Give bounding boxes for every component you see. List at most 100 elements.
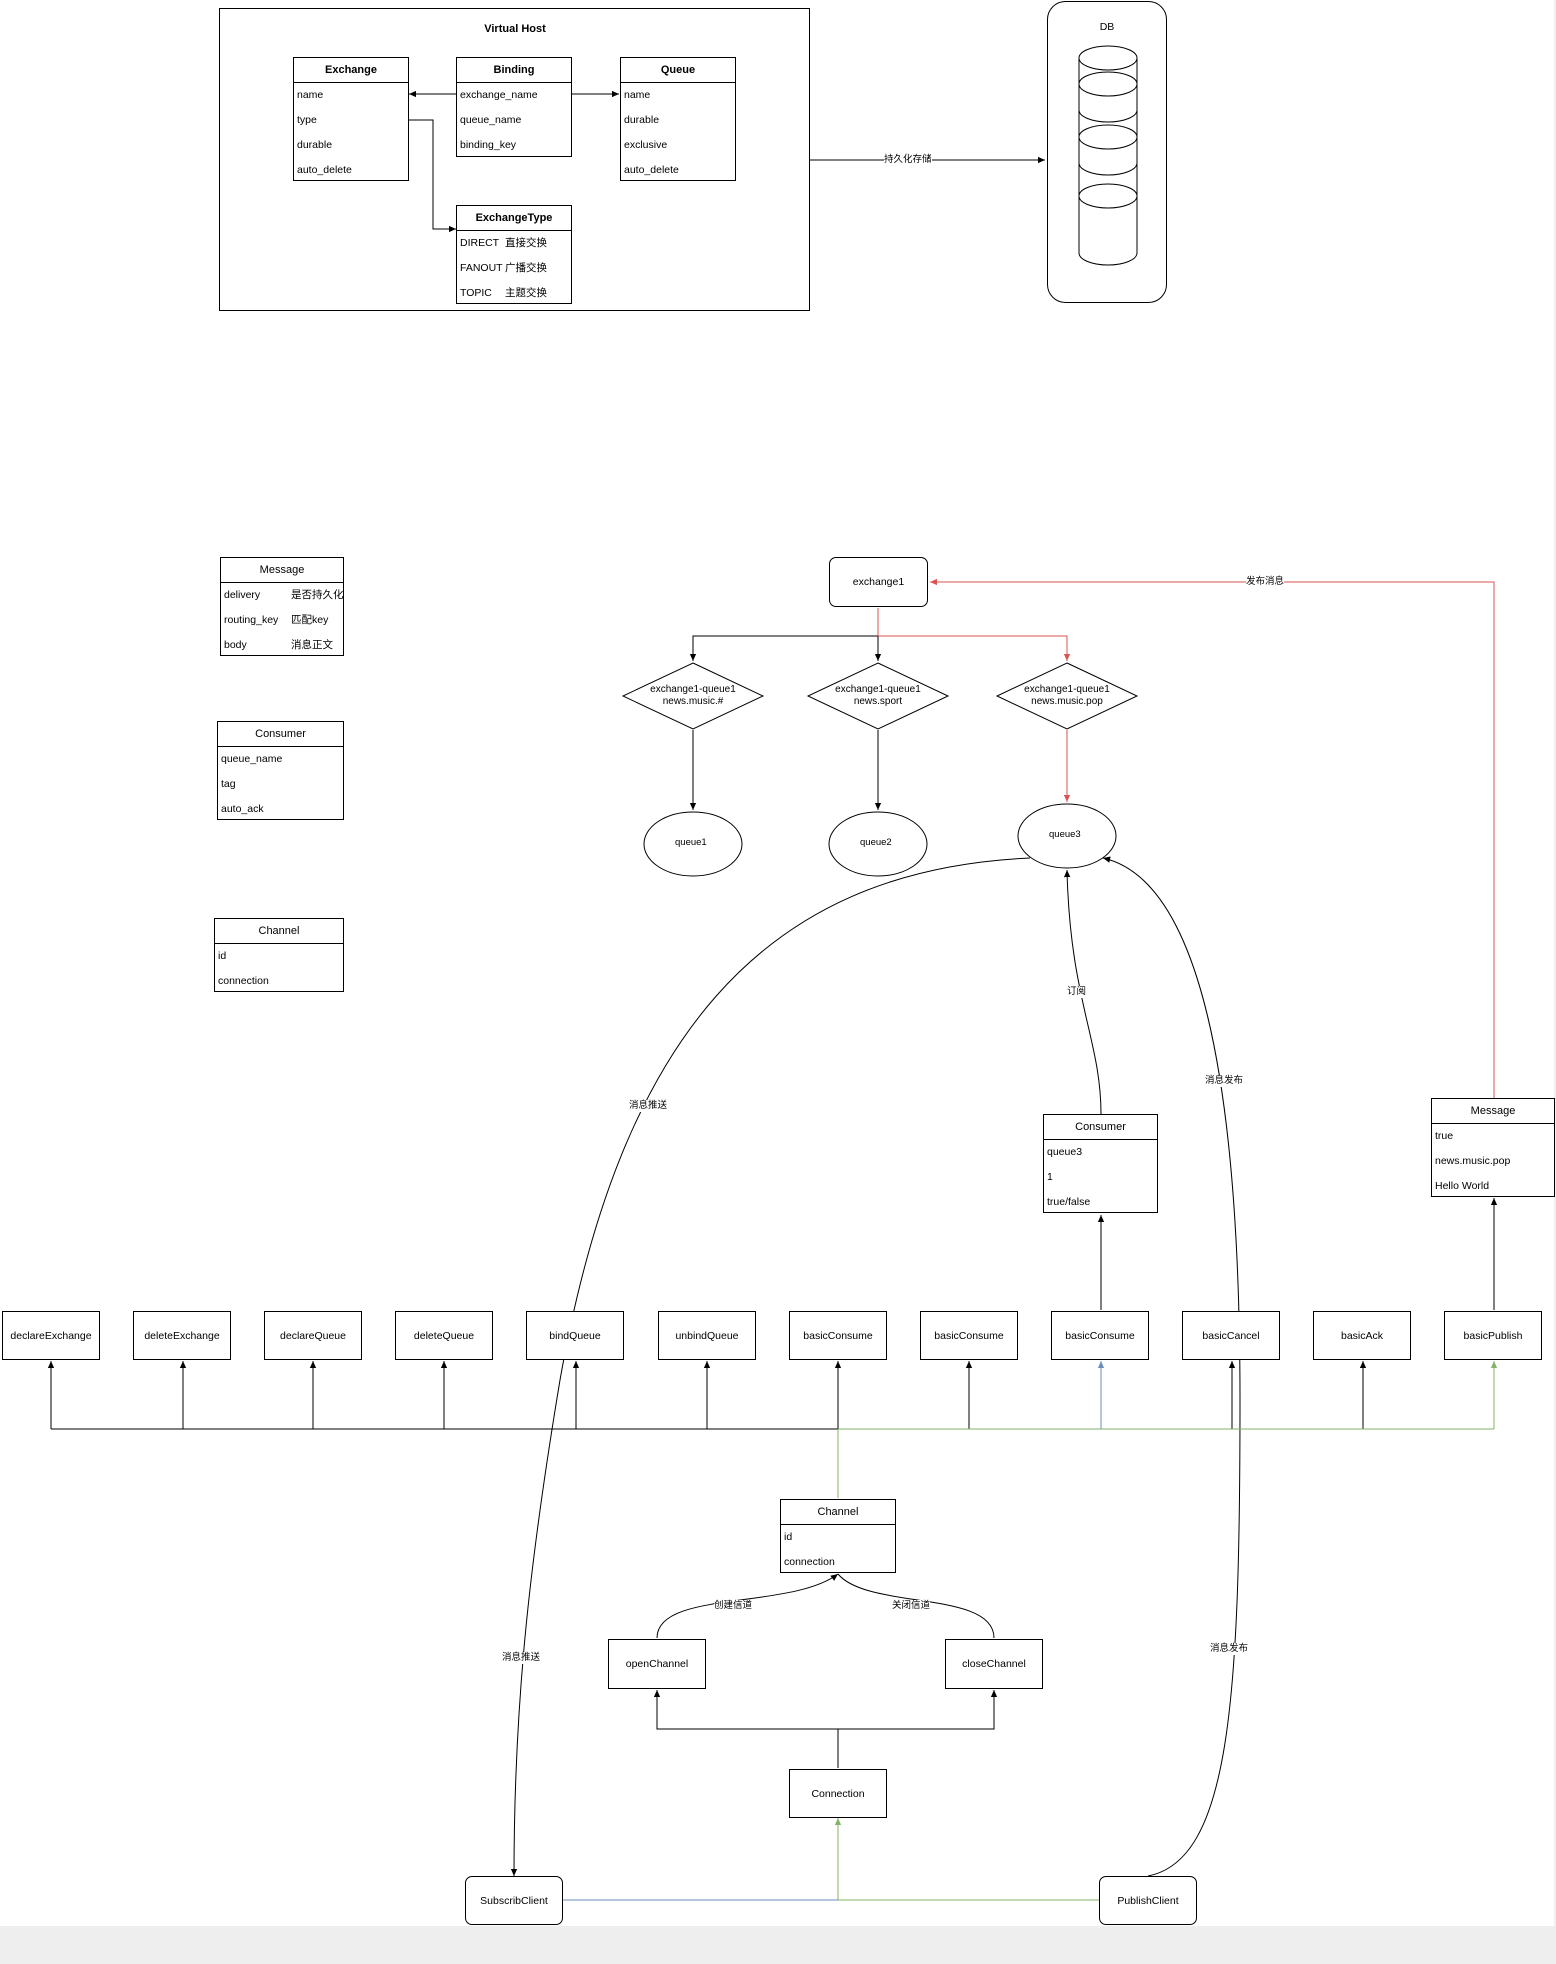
queue1-label: queue1 bbox=[675, 837, 707, 848]
api-declare-queue: declareQueue bbox=[264, 1311, 362, 1360]
api-basic-consume-1: basicConsume bbox=[789, 1311, 887, 1360]
binding-diamond-3 bbox=[995, 662, 1139, 730]
push-edge bbox=[510, 857, 1031, 1877]
exchange-entity-title: Exchange bbox=[294, 58, 408, 83]
exchange-field: name bbox=[297, 89, 324, 101]
binding-entity: Binding exchange_name queue_name binding… bbox=[456, 57, 572, 157]
queue-field: auto_delete bbox=[624, 164, 679, 176]
topology-edges bbox=[689, 578, 1495, 1098]
queue1-ellipse bbox=[643, 811, 743, 877]
channel-instance: Channel id connection bbox=[780, 1499, 896, 1573]
api-bus-green bbox=[837, 1361, 1498, 1498]
binding-field: queue_name bbox=[460, 114, 522, 126]
api-bind-queue: bindQueue bbox=[526, 1311, 624, 1360]
exchange-field: auto_delete bbox=[297, 164, 352, 176]
publish-edge bbox=[1102, 856, 1241, 1877]
exchange-type-name: FANOUT bbox=[460, 262, 503, 274]
queue2-ellipse bbox=[828, 811, 928, 877]
exchange-type-desc: 直接交换 bbox=[505, 237, 547, 249]
exchange-type-name: DIRECT bbox=[460, 237, 500, 249]
binding-field: binding_key bbox=[460, 139, 517, 151]
message-field-desc: 消息正文 bbox=[291, 639, 333, 651]
queue2-label: queue2 bbox=[860, 837, 892, 848]
channel-definition-field: connection bbox=[218, 975, 269, 987]
api-delete-exchange: deleteExchange bbox=[133, 1311, 231, 1360]
publish-message-label: 发布消息 bbox=[1246, 576, 1285, 588]
binding-label-1-line2: news.music.# bbox=[662, 696, 724, 707]
message-field-name: routing_key bbox=[224, 614, 279, 626]
consumer-definition: Consumer queue_name tag auto_ack bbox=[217, 721, 344, 820]
binding-diamond-1 bbox=[621, 662, 765, 730]
api-bus-edges bbox=[47, 1361, 1367, 1430]
consumer-definition-field: auto_ack bbox=[221, 803, 264, 815]
binding-diamond-2 bbox=[806, 662, 950, 730]
binding-label-3: exchange1-queue1 news.music.pop bbox=[1017, 681, 1117, 711]
channel-instance-field: connection bbox=[784, 1556, 835, 1568]
queue3-ellipse bbox=[1017, 803, 1117, 869]
channel-definition: Channel id connection bbox=[214, 918, 344, 992]
api-delete-queue: deleteQueue bbox=[395, 1311, 493, 1360]
api-basic-ack: basicAck bbox=[1313, 1311, 1411, 1360]
binding-label-2-line2: news.sport bbox=[853, 696, 903, 707]
publish-label-upper: 消息发布 bbox=[1205, 1075, 1244, 1087]
close-channel-label: 关闭信道 bbox=[892, 1600, 931, 1612]
channel-edges bbox=[653, 1573, 998, 1768]
message-definition-row: routing_key 匹配key bbox=[221, 608, 343, 633]
open-channel-node: openChannel bbox=[608, 1639, 706, 1689]
queue-field: name bbox=[624, 89, 651, 101]
binding-label-1: exchange1-queue1 news.music.# bbox=[643, 681, 743, 711]
exchange-type-row: DIRECT 直接交换 bbox=[457, 231, 571, 256]
queue-field: exclusive bbox=[624, 139, 668, 151]
consumer-instance-field: 1 bbox=[1047, 1171, 1053, 1183]
queue3-label: queue3 bbox=[1049, 829, 1081, 840]
message-instance-field: true bbox=[1435, 1130, 1454, 1142]
db-frame bbox=[1047, 1, 1167, 303]
api-basic-consume-2: basicConsume bbox=[920, 1311, 1018, 1360]
consumer-definition-title: Consumer bbox=[218, 722, 343, 747]
message-field-desc: 是否持久化 bbox=[291, 589, 344, 601]
queue-entity: Queue name durable exclusive auto_delete bbox=[620, 57, 736, 181]
exchange-type-desc: 主题交换 bbox=[505, 287, 547, 299]
publish-label-lower: 消息发布 bbox=[1210, 1643, 1249, 1655]
channel-instance-field: id bbox=[784, 1531, 793, 1543]
exchange-field: durable bbox=[297, 139, 333, 151]
binding-label-2: exchange1-queue1 news.sport bbox=[828, 681, 928, 711]
api-basic-consume-3: basicConsume bbox=[1051, 1311, 1149, 1360]
api-unbind-queue: unbindQueue bbox=[658, 1311, 756, 1360]
virtual-host-frame bbox=[219, 8, 810, 311]
exchange-entity: Exchange name type durable auto_delete bbox=[293, 57, 409, 181]
exchange1-node: exchange1 bbox=[829, 557, 928, 607]
channel-definition-title: Channel bbox=[215, 919, 343, 944]
consumer-definition-field: tag bbox=[221, 778, 236, 790]
persist-edge-label: 持久化存储 bbox=[884, 154, 932, 166]
push-label-upper: 消息推送 bbox=[629, 1100, 668, 1112]
subscrib-client-node: SubscribClient bbox=[465, 1876, 563, 1925]
message-field-name: delivery bbox=[224, 589, 261, 601]
binding-field: exchange_name bbox=[460, 89, 538, 101]
binding-label-2-line1: exchange1-queue1 bbox=[835, 684, 921, 695]
db-title: DB bbox=[1099, 21, 1115, 33]
bottom-scrollbar-area bbox=[0, 1926, 1556, 1964]
binding-label-3-line2: news.music.pop bbox=[1031, 696, 1103, 707]
consumer-definition-field: queue_name bbox=[221, 753, 283, 765]
message-instance-field: Hello World bbox=[1435, 1180, 1490, 1192]
exchange-field: type bbox=[297, 114, 317, 126]
api-basic-publish: basicPublish bbox=[1444, 1311, 1542, 1360]
queue-ellipses bbox=[643, 803, 1117, 877]
api-declare-exchange: declareExchange bbox=[2, 1311, 100, 1360]
subscribe-edge bbox=[1063, 869, 1102, 1115]
message-field-desc: 匹配key bbox=[291, 614, 329, 626]
queue-entity-title: Queue bbox=[621, 58, 735, 83]
message-definition-row: delivery 是否持久化 bbox=[221, 583, 344, 608]
db-cylinder-icon bbox=[1078, 45, 1138, 266]
create-channel-label: 创建信道 bbox=[714, 1600, 753, 1612]
api-basic-cancel: basicCancel bbox=[1182, 1311, 1280, 1360]
message-instance: Message true news.music.pop Hello World bbox=[1431, 1098, 1555, 1197]
binding-label-1-line1: exchange1-queue1 bbox=[650, 684, 736, 695]
